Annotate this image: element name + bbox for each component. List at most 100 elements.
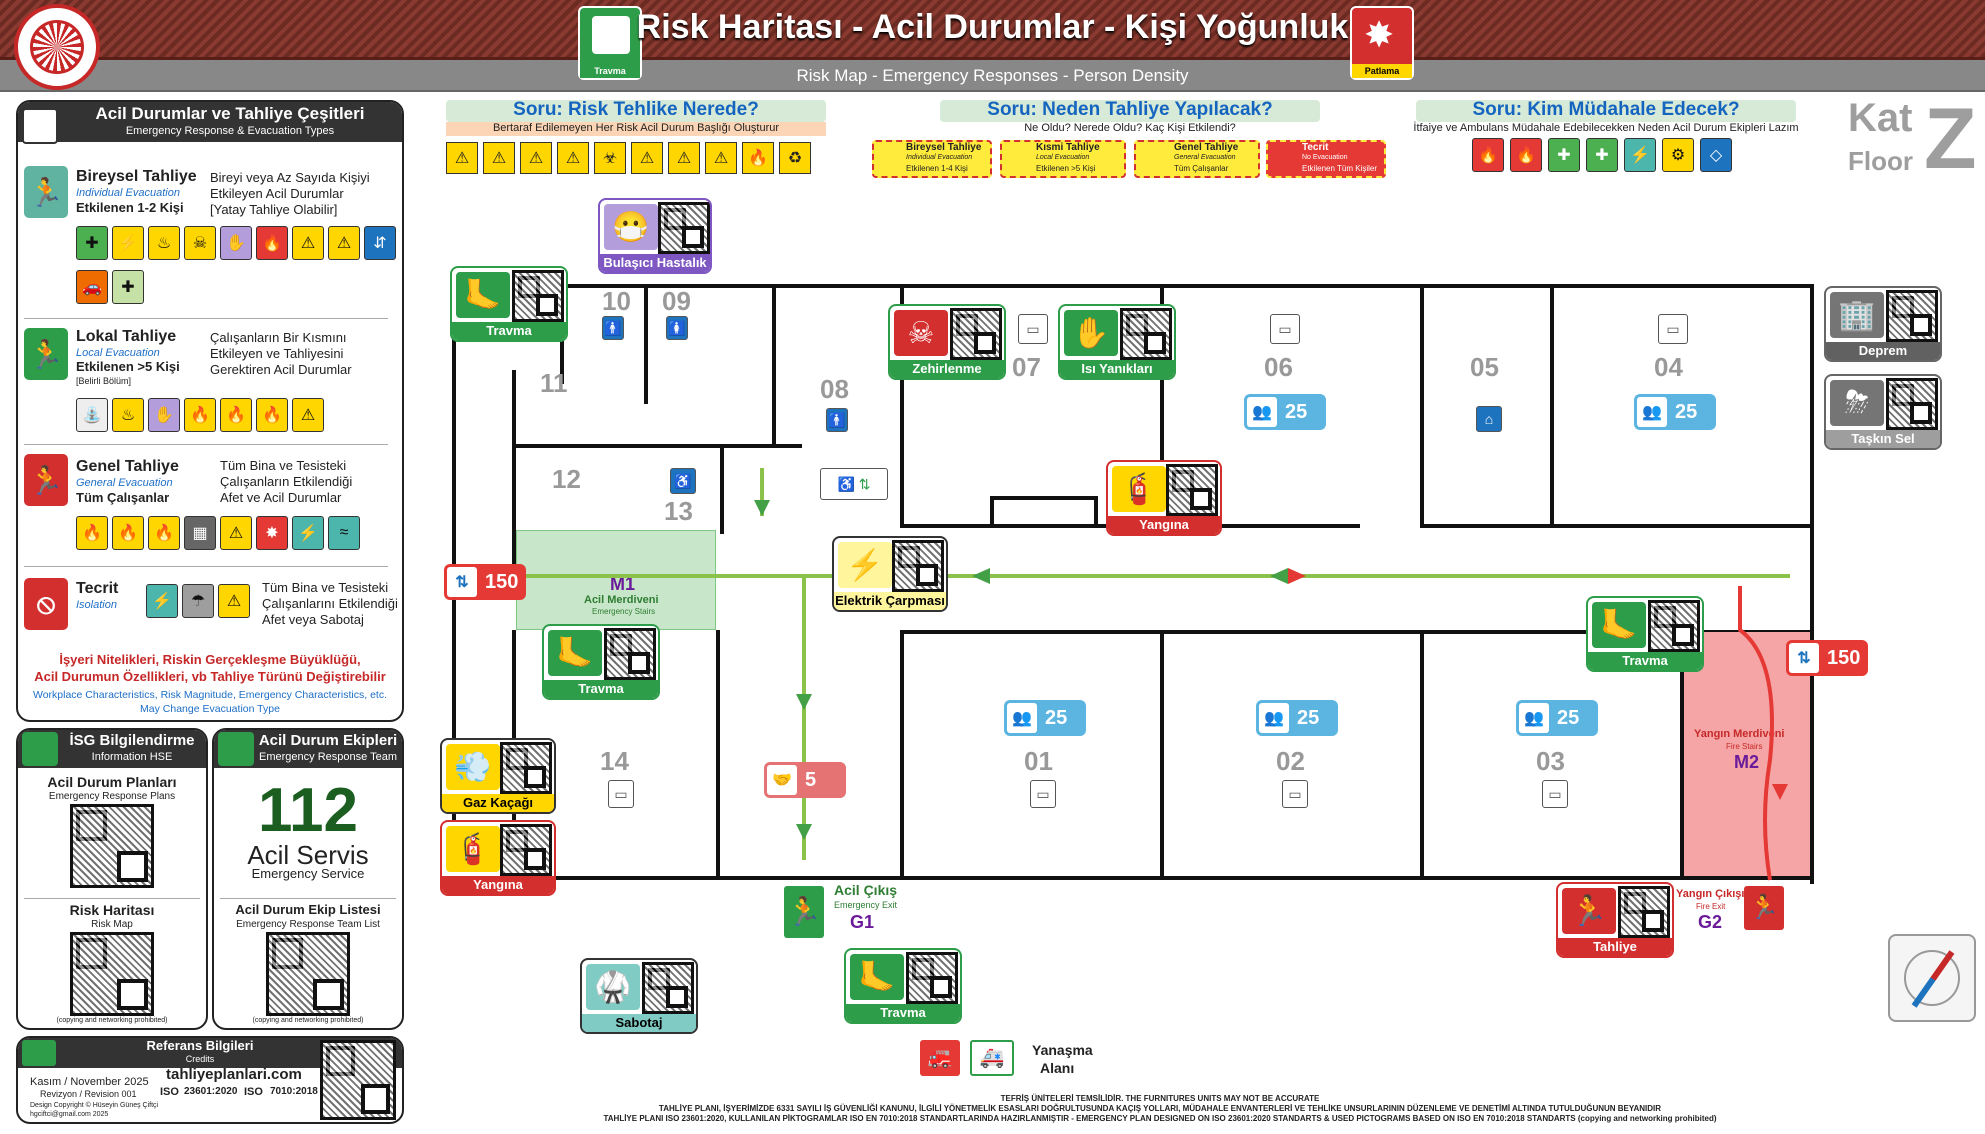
explosion-icon-label: Patlama bbox=[1352, 64, 1412, 78]
divider bbox=[24, 566, 388, 567]
risk-map-qr-code[interactable] bbox=[70, 932, 154, 1016]
local-evacuation-desc-2: Etkileyen ve Tahliyesini bbox=[210, 346, 344, 361]
general-evacuation-en: General Evacuation bbox=[76, 477, 173, 489]
credits-email: hgciftci@gmail.com 2025 bbox=[30, 1111, 109, 1118]
wall bbox=[900, 630, 1810, 634]
isolation-desc-1: Tüm Bina ve Tesisteki bbox=[262, 580, 389, 595]
stairs-m1-label: M1 bbox=[610, 574, 636, 594]
local-evacuation-icon: 🏃 bbox=[24, 328, 68, 380]
local-evacuation-count: Etkilenen >5 Kişi bbox=[76, 359, 180, 374]
evac-badge-general-count: Tüm Çalışanlar bbox=[1174, 164, 1229, 173]
general-evacuation-desc-2: Çalışanların Etkilendiği bbox=[220, 474, 353, 489]
room-09: 09 bbox=[662, 286, 691, 316]
local-evacuation-title: Lokal Tahliye bbox=[76, 328, 177, 345]
card-fire-response-2[interactable]: 🧯Yangına Müdahale bbox=[440, 820, 556, 896]
general-evacuation-desc-3: Afet ve Acil Durumlar bbox=[220, 490, 342, 505]
info-icon bbox=[22, 732, 58, 766]
room-10: 10 bbox=[602, 286, 631, 316]
individual-evacuation-count: Etkilenen 1-2 Kişi bbox=[76, 200, 184, 215]
accessible-lift-icon: ♿ ⇅ bbox=[820, 468, 888, 500]
wall bbox=[900, 630, 904, 880]
individual-evacuation-title: Bireysel Tahliye bbox=[76, 168, 197, 185]
room-11: 11 bbox=[540, 368, 568, 398]
card-trauma-4[interactable]: 🦶Travma bbox=[844, 948, 962, 1024]
credits-site[interactable]: tahliyeplanlari.com bbox=[166, 1066, 302, 1083]
emergency-exit-g1-icon[interactable]: 🏃 bbox=[784, 886, 824, 938]
room-02: 02 bbox=[1276, 746, 1305, 776]
card-heat-burns-label: Isı Yanıkları bbox=[1060, 360, 1174, 378]
stairs-m2-tr: Yangın Merdiveni bbox=[1694, 728, 1785, 740]
credits-title: Referans Bilgileri bbox=[146, 1038, 254, 1053]
ambulance-icon: 🚑 bbox=[970, 1040, 1014, 1076]
wall bbox=[716, 630, 720, 880]
isg-note: (copying and networking prohibited) bbox=[56, 1017, 168, 1024]
approach-area-1: Yanaşma bbox=[1032, 1042, 1093, 1058]
evacuation-panel-title: Acil Durumlar ve Tahliye Çeşitleri bbox=[95, 104, 365, 123]
evac-badge-general bbox=[1134, 140, 1260, 178]
trauma-icon-label: Travma bbox=[580, 64, 640, 78]
credits-qr-code[interactable] bbox=[320, 1040, 396, 1120]
credits-date: Kasım / November 2025 bbox=[30, 1076, 149, 1088]
question-1-sub-bar bbox=[446, 122, 826, 136]
card-evacuation[interactable]: 🏃Tahliye bbox=[1556, 882, 1674, 958]
individual-evacuation-desc-3: [Yatay Tahliye Olabilir] bbox=[210, 202, 338, 217]
isolation-en: Isolation bbox=[76, 599, 117, 611]
occupancy-room-01: 👥25 bbox=[1004, 700, 1086, 736]
building-icon bbox=[22, 108, 58, 144]
emergency-number[interactable]: 112 bbox=[257, 776, 359, 845]
card-earthquake[interactable]: 🏢Deprem bbox=[1824, 286, 1942, 362]
card-trauma-1[interactable]: 🦶Travma bbox=[450, 266, 568, 342]
card-sabotage[interactable]: 🥋Sabotaj bbox=[580, 958, 698, 1034]
occupancy-room-06: 👥25 bbox=[1244, 394, 1326, 430]
card-flood[interactable]: ⛈Taşkın Sel bbox=[1824, 374, 1942, 450]
occupancy-stairs-m1-value: 150 bbox=[485, 570, 519, 593]
fire-exit-g2-icon[interactable]: 🏃 bbox=[1744, 886, 1784, 930]
compass-icon bbox=[1888, 934, 1976, 1022]
team-subtitle: Emergency Response Team bbox=[259, 751, 397, 763]
team-icon bbox=[218, 732, 254, 766]
credits-subtitle: Credits bbox=[185, 1054, 215, 1064]
note-en-2: May Change Evacuation Type bbox=[140, 703, 280, 715]
evac-badge-individual-count: Etkilenen 1-4 Kişi bbox=[906, 164, 968, 173]
local-evacuation-extra: [Belirli Bölüm] bbox=[76, 376, 132, 386]
isg-title: İSG Bilgilendirme bbox=[69, 732, 195, 749]
stairs-m1-en: Emergency Stairs bbox=[592, 607, 656, 616]
question-1-sub: Bertaraf Edilemeyen Her Risk Acil Durum … bbox=[492, 122, 780, 134]
divider bbox=[24, 444, 388, 445]
general-evacuation-title: Genel Tahliye bbox=[76, 458, 179, 475]
wall bbox=[512, 444, 802, 448]
subtitle-bar bbox=[0, 60, 1985, 92]
question-1-title: Soru: Risk Tehlike Nerede? bbox=[513, 99, 759, 120]
card-trauma-3[interactable]: 🦶Travma bbox=[1586, 596, 1704, 672]
exit-g1-tr: Acil Çıkış bbox=[834, 882, 898, 898]
occupancy-meeting: 🤝5 bbox=[764, 762, 846, 798]
evac-badge-individual bbox=[872, 140, 992, 178]
isg-subtitle: Information HSE bbox=[91, 751, 173, 763]
card-trauma-2[interactable]: 🦶Travma bbox=[542, 624, 660, 700]
card-fire-response-1[interactable]: 🧯Yangına Müdahale bbox=[1106, 460, 1222, 536]
card-poisoning[interactable]: ☠Zehirlenme bbox=[888, 304, 1006, 380]
team-list-qr-code[interactable] bbox=[266, 932, 350, 1016]
occupancy-room-02: 👥25 bbox=[1256, 700, 1338, 736]
question-3-bar bbox=[1416, 100, 1796, 122]
question-2-sub: Ne Oldu? Nerede Oldu? Kaç Kişi Etkilendi… bbox=[1024, 122, 1236, 134]
note-tr-1: İşyeri Nitelikleri, Riskin Gerçekleşme B… bbox=[59, 652, 361, 667]
card-gas-leak[interactable]: 💨Gaz Kaçağı bbox=[440, 738, 556, 814]
individual-hazard-icons: ✚⚡♨☠✋🔥⚠⚠⇵ bbox=[76, 226, 396, 260]
individual-evacuation-desc-2: Etkileyen Acil Durumlar bbox=[210, 186, 344, 201]
wall bbox=[990, 496, 994, 526]
evacuation-panel-header bbox=[18, 102, 402, 142]
card-electric-shock[interactable]: ⚡Elektrik Çarpması bbox=[832, 536, 948, 612]
card-infectious-disease[interactable]: 😷Bulaşıcı Hastalık bbox=[598, 198, 712, 274]
plans-qr-code[interactable] bbox=[70, 804, 154, 888]
trauma-icon: Travma bbox=[578, 6, 642, 80]
stairs-m1-tr: Acil Merdiveni bbox=[584, 594, 659, 606]
floor-kat: Kat bbox=[1848, 96, 1913, 140]
page-title: Risk Haritası - Acil Durumlar - Kişi Yoğ… bbox=[636, 8, 1349, 46]
stairs-m2-label: M2 bbox=[1734, 752, 1760, 772]
note-en-1: Workplace Characteristics, Risk Magnitud… bbox=[32, 689, 387, 701]
general-evacuation-count: Tüm Çalışanlar bbox=[76, 490, 170, 505]
footer-line-2: TAHLİYE PLANI, İŞYERİMİZDE 6331 SAYILI İ… bbox=[658, 1104, 1662, 1113]
card-heat-burns[interactable]: ✋Isı Yanıkları bbox=[1058, 304, 1176, 380]
